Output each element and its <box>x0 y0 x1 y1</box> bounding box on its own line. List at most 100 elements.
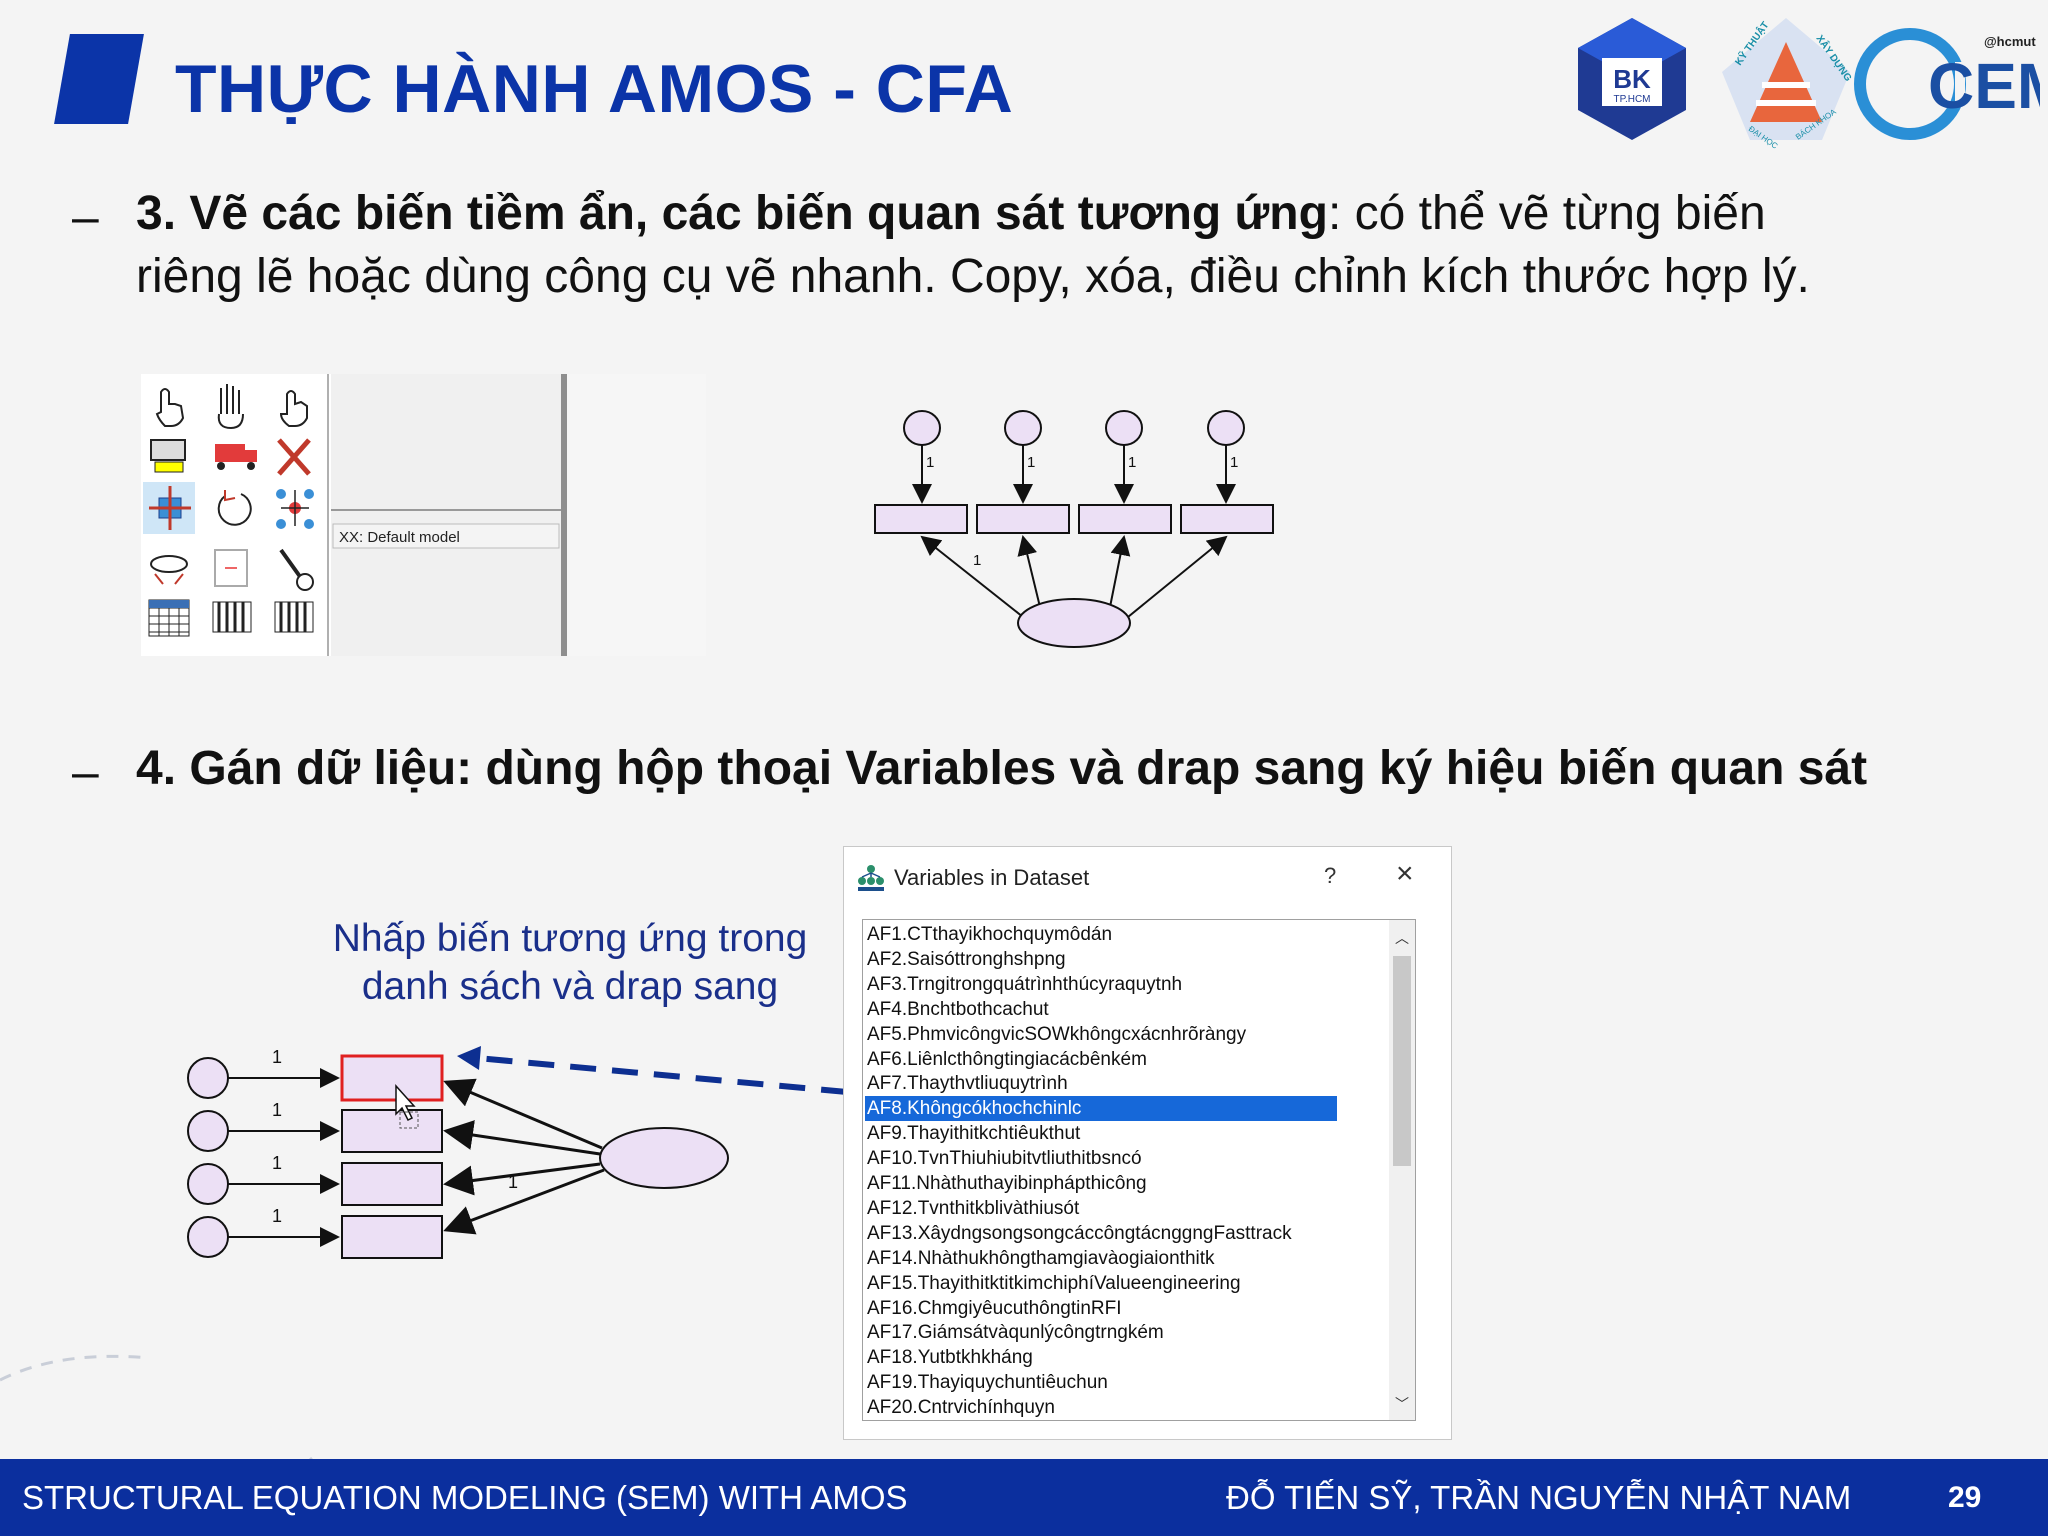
text-output-icon[interactable] <box>274 601 314 633</box>
svg-text:1: 1 <box>272 1100 282 1120</box>
path-labels: 1 1 1 1 1 <box>926 454 1238 569</box>
variable-item[interactable]: AF6.Liênlcthôngtingiacácbênkém <box>867 1048 1147 1070</box>
calculate-estimates-icon[interactable] <box>212 601 252 633</box>
svg-text:1: 1 <box>272 1206 282 1226</box>
bullet-step3: – <box>72 191 99 244</box>
footer-authors: ĐỖ TIẾN SỸ, TRẦN NGUYỄN NHẬT NAM <box>1226 1479 1852 1516</box>
svg-text:@hcmut: @hcmut <box>1984 34 2036 49</box>
drag-arrow <box>457 1046 848 1095</box>
ktxd-logo: KỸ THUẬT XÂY DỰNG ĐẠI HỌC BÁCH KHOA <box>1722 18 1855 151</box>
variable-item[interactable]: AF11.Nhàthuthayibinphápthicông <box>867 1173 1147 1194</box>
data-table-icon[interactable] <box>148 599 190 637</box>
variable-item[interactable]: AF9.Thayithitkchtiêukthut <box>867 1123 1081 1145</box>
latent-variable-2[interactable] <box>599 1127 729 1189</box>
amos-toolbox-screenshot: XX: Default model <box>141 374 706 656</box>
bk-logo: BK TP.HCM <box>1578 18 1686 140</box>
svg-text:1: 1 <box>272 1047 282 1067</box>
hand-deselect-icon[interactable] <box>279 390 308 427</box>
dataset-icon <box>858 865 884 891</box>
step3-heading: 3. Vẽ các biến tiềm ẩn, các biến quan sá… <box>136 187 1328 240</box>
variable-item[interactable]: AF20.Cntrvichínhquyn <box>867 1397 1055 1419</box>
dialog-title: Variables in Dataset <box>894 865 1090 890</box>
step4-heading: 4. Gán dữ liệu: dùng hộp thoại Variables… <box>136 742 1868 795</box>
variables-dialog: Variables in Dataset ? × ︿ ﹀ AF1.CTthayi… <box>843 846 1452 1440</box>
bullet-step4: – <box>72 746 99 799</box>
scroll-thumb[interactable] <box>1393 956 1411 1166</box>
variable-item[interactable]: AF17.Giámsátvàqunlýcôngtrngkém <box>867 1322 1164 1344</box>
error-circles <box>903 410 1245 446</box>
copy-icon[interactable] <box>150 439 186 473</box>
variable-item[interactable]: AF18.Yutbtkhkháng <box>867 1347 1033 1369</box>
scrollbar[interactable]: ︿ ﹀ <box>1389 920 1415 1420</box>
error-circles-2 <box>187 1057 229 1258</box>
note-line1: Nhấp biến tương ứng trong <box>332 917 808 960</box>
variable-item[interactable]: AF15.ThayithitktitkimchiphíValueengineer… <box>867 1272 1241 1294</box>
variable-item[interactable]: AF7.Thaythvtliuquytrình <box>867 1073 1068 1095</box>
variable-item[interactable]: AF4.Bnchtbothcachut <box>867 998 1049 1020</box>
svg-text:TP.HCM: TP.HCM <box>1613 94 1650 105</box>
delete-icon[interactable] <box>277 438 311 476</box>
page-title: THỰC HÀNH AMOS - CFA <box>175 51 1014 127</box>
cfa-diagram-step4: 1 1 1 1 1 <box>187 1047 729 1259</box>
observed-box[interactable] <box>341 1162 443 1206</box>
observed-box[interactable] <box>341 1109 443 1153</box>
instruction-note: Nhấp biến tương ứng trong danh sách và d… <box>320 915 820 1011</box>
hand-select-all-icon[interactable] <box>217 384 244 430</box>
svg-text:1: 1 <box>508 1172 518 1192</box>
close-button[interactable]: × <box>1396 857 1414 890</box>
cem-logo: CEM @hcmut <box>1854 28 2040 140</box>
magnify-icon[interactable] <box>279 548 314 591</box>
footer-course: STRUCTURAL EQUATION MODELING (SEM) WITH … <box>22 1479 908 1516</box>
rotate-icon[interactable] <box>217 490 252 526</box>
variable-item[interactable]: AF16.ChmgiyêucuthôngtinRFI <box>867 1297 1122 1319</box>
variable-item[interactable]: AF10.TvnThiuhiubitvtliuthitbsncó <box>867 1148 1142 1170</box>
step3-rest: : có thể vẽ từng biến <box>1327 187 1766 240</box>
variable-item[interactable]: AF19.Thayiquychuntiêuchun <box>867 1372 1108 1394</box>
observed-boxes <box>874 504 1274 534</box>
svg-text:1: 1 <box>973 552 981 569</box>
svg-text:XX: Default model: XX: Default model <box>339 529 460 546</box>
svg-text:1: 1 <box>1128 454 1136 471</box>
variable-item[interactable]: AF1.CTthayikhochquymôdán <box>867 924 1113 945</box>
scroll-down-icon[interactable]: ﹀ <box>1395 1396 1409 1412</box>
page-number: 29 <box>1948 1481 1982 1514</box>
error-paths-2 <box>228 1068 340 1247</box>
observed-box[interactable] <box>341 1215 443 1259</box>
factor-loadings <box>920 535 1228 618</box>
logos: BK TP.HCM KỸ THUẬT XÂY DỰNG ĐẠI HỌC BÁCH… <box>1578 18 2040 151</box>
footer: STRUCTURAL EQUATION MODELING (SEM) WITH … <box>0 1459 2048 1536</box>
variable-item[interactable]: AF14.Nhàthukhôngthamgiavàogiaionthitk <box>867 1247 1215 1269</box>
svg-text:CEM: CEM <box>1928 50 2040 122</box>
factor-loadings-2 <box>443 1078 605 1235</box>
path-labels-2: 1 1 1 1 1 <box>272 1047 518 1226</box>
variable-item[interactable]: AF12.Tvnthitkblivàthiusót <box>867 1197 1080 1219</box>
error-paths <box>912 445 1236 504</box>
hand-select-one-icon[interactable] <box>155 388 185 427</box>
drag-cursor-icon <box>395 1084 419 1129</box>
variable-item[interactable]: AF13.XâydngsongsongcáccôngtácnggngFasttr… <box>867 1222 1292 1244</box>
variable-item[interactable]: AF2.Saisóttronghshpng <box>867 948 1066 970</box>
note-line2: danh sách và drap sang <box>361 965 779 1008</box>
scroll-up-icon[interactable]: ︿ <box>1395 930 1409 946</box>
svg-text:1: 1 <box>272 1153 282 1173</box>
step3-text: 3. Vẽ các biến tiềm ẩn, các biến quan sá… <box>136 182 1810 308</box>
svg-text:1: 1 <box>1027 454 1035 471</box>
variable-item[interactable]: AF5.PhmvicôngvicSOWkhôngcxácnhrõràngy <box>867 1023 1247 1045</box>
svg-text:1: 1 <box>926 454 934 471</box>
step4-text: 4. Gán dữ liệu: dùng hộp thoại Variables… <box>136 737 1867 800</box>
step3-line2: riêng lẽ hoặc dùng công cụ vẽ nhanh. Cop… <box>136 250 1810 303</box>
dialog-titlebar: Variables in Dataset ? × <box>844 847 1451 907</box>
observed-box-target[interactable] <box>340 1054 444 1102</box>
svg-text:BK: BK <box>1613 64 1651 94</box>
reflect-indicators-icon[interactable] <box>276 489 314 529</box>
scroll-icon[interactable] <box>214 549 248 587</box>
variable-item[interactable]: AF8.Khôngcókhochchinlc <box>865 1096 1337 1122</box>
svg-text:1: 1 <box>1230 454 1238 471</box>
help-button[interactable]: ? <box>1324 863 1337 888</box>
variable-item[interactable]: AF3.Trngitrongquátrìnhthúcyraquytnh <box>867 973 1183 995</box>
move-truck-icon[interactable] <box>215 444 257 470</box>
resize-icon[interactable] <box>149 486 191 530</box>
shape-change-icon[interactable] <box>150 555 188 585</box>
